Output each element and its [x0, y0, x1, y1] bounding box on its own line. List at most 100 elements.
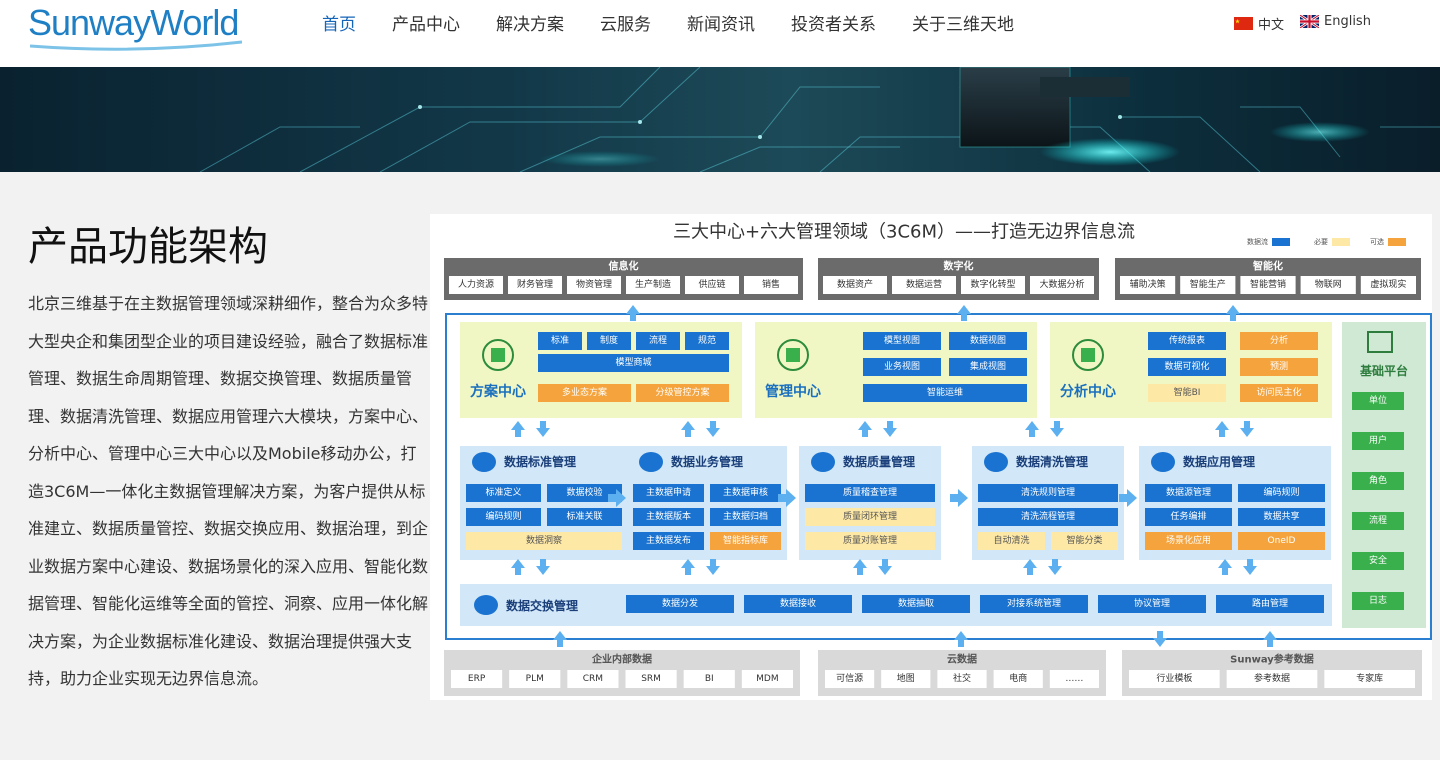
- top-group-title: 信息化: [609, 260, 639, 273]
- top-group-item: [1240, 276, 1296, 294]
- module-box: [547, 508, 622, 526]
- module-box-label: 编码规则: [1263, 486, 1299, 498]
- top-group-item: [449, 276, 503, 294]
- center-blue-box-label: 制度: [600, 334, 618, 346]
- center-icon: [1072, 339, 1104, 371]
- center-blue-box: [1148, 332, 1226, 350]
- flow-arrow: [511, 559, 525, 575]
- center-blue-box: [863, 358, 941, 376]
- exchange-box-label: 路由管理: [1252, 597, 1288, 609]
- top-group-item-label: 供应链: [698, 278, 725, 290]
- flow-arrow: [1215, 421, 1229, 437]
- center-blue-box: [538, 332, 582, 350]
- module-box: [633, 484, 704, 502]
- module-name: 数据清洗管理: [1016, 454, 1088, 469]
- center-icon-inner: [1081, 348, 1095, 362]
- nav-home[interactable]: 首页: [322, 15, 356, 35]
- bottom-group-item-label: BI: [705, 674, 714, 684]
- nav-investors[interactable]: 投资者关系: [791, 15, 876, 35]
- nav-products[interactable]: 产品中心: [392, 15, 460, 35]
- module-box-label: 智能指标库: [723, 534, 768, 546]
- nav-about[interactable]: 关于三维天地: [912, 15, 1014, 35]
- logo[interactable]: SunwayWorld: [28, 4, 242, 52]
- bottom-group-title: Sunway参考数据: [1230, 653, 1314, 666]
- platform-box-label: 单位: [1369, 394, 1387, 406]
- uk-flag-icon: [1300, 15, 1319, 28]
- module-box: [466, 508, 541, 526]
- bottom-group-item-label: 地图: [897, 672, 915, 684]
- platform-box-label: 角色: [1369, 474, 1387, 486]
- center-blue-box-label: 智能运维: [927, 386, 963, 398]
- top-group-item-label: 大数据分析: [1039, 278, 1084, 290]
- top-group-item: [961, 276, 1025, 294]
- module-box: [633, 532, 704, 550]
- flow-arrow: [681, 559, 695, 575]
- logo-text: SunwayWorld: [28, 2, 239, 43]
- exchange-box: [1098, 595, 1206, 613]
- main-nav: 首页 产品中心 解决方案 云服务 新闻资讯 投资者关系 关于三维天地: [322, 13, 1050, 37]
- flow-arrow: [853, 559, 867, 575]
- center-icon: [777, 339, 809, 371]
- center-icon-inner: [786, 348, 800, 362]
- module-box: [710, 532, 781, 550]
- flow-arrow: [536, 559, 550, 575]
- flow-arrow: [1023, 559, 1037, 575]
- exchange-box: [1216, 595, 1324, 613]
- bottom-group-item: [683, 670, 735, 688]
- module-name: 数据质量管理: [843, 454, 915, 469]
- center-blue-box-label: 业务视图: [884, 360, 920, 372]
- flow-arrow: [1263, 631, 1277, 647]
- bottom-group-item-label: ERP: [468, 674, 486, 684]
- top-group-item-label: 智能营销: [1250, 278, 1286, 290]
- module-box: [710, 484, 781, 502]
- module-box-label: 数据洞察: [526, 534, 562, 546]
- module-box-label: 任务编排: [1170, 510, 1206, 522]
- module-box-label: 主数据归档: [723, 510, 768, 522]
- module-name: 数据业务管理: [671, 454, 743, 469]
- platform-box: [1352, 392, 1404, 410]
- nav-news[interactable]: 新闻资讯: [687, 15, 755, 35]
- top-group-item: [1360, 276, 1416, 294]
- module-box-label: 主数据发布: [646, 534, 691, 546]
- lang-en-link[interactable]: English: [1300, 14, 1371, 29]
- module-box-label: 清洗流程管理: [1021, 510, 1075, 522]
- module-database-icon: [811, 452, 835, 472]
- nav-cloud[interactable]: 云服务: [600, 15, 651, 35]
- flow-arrow: [608, 489, 626, 507]
- top-group-title: 数字化: [944, 260, 974, 273]
- platform-box-label: 日志: [1369, 594, 1387, 606]
- module-box: [978, 508, 1118, 526]
- module-database-icon: [472, 452, 496, 472]
- module-box: [1238, 508, 1325, 526]
- flow-arrow: [681, 421, 695, 437]
- center-blue-box: [949, 358, 1027, 376]
- module-box-label: 质量闭环管理: [843, 510, 897, 522]
- bottom-group-item: [1129, 670, 1220, 688]
- product-description: 北京三维基于在主数据管理领域深耕细作，整合为众多特大型央企和集团型企业的项目建设…: [28, 294, 429, 688]
- module-box: [710, 508, 781, 526]
- top-group-item-label: 虚拟现实: [1370, 278, 1406, 290]
- nav-solutions[interactable]: 解决方案: [496, 15, 564, 35]
- flow-arrow: [511, 421, 525, 437]
- center-blue-box-label: 传统报表: [1169, 334, 1205, 346]
- module-box-label: 主数据申请: [646, 486, 691, 498]
- flow-arrow: [553, 631, 567, 647]
- legend-label: 数据流: [1247, 237, 1268, 246]
- module-box: [978, 532, 1045, 550]
- module-box: [805, 532, 935, 550]
- lang-cn-link[interactable]: 中文: [1234, 14, 1284, 33]
- flow-arrow: [1048, 559, 1062, 575]
- lang-en-label: English: [1324, 14, 1371, 29]
- center-blue-box: [685, 332, 729, 350]
- flow-arrow: [950, 489, 968, 507]
- top-group-item: [892, 276, 956, 294]
- top-group-item-label: 人力资源: [458, 278, 494, 290]
- exchange-box-label: 协议管理: [1134, 597, 1170, 609]
- module-box: [466, 532, 622, 550]
- center-icon: [482, 339, 514, 371]
- bottom-group-item: [567, 670, 619, 688]
- top-group-item: [1300, 276, 1356, 294]
- center-blue-box: [636, 332, 680, 350]
- circuit-banner-image: [199, 67, 1440, 172]
- top-group-item: [567, 276, 621, 294]
